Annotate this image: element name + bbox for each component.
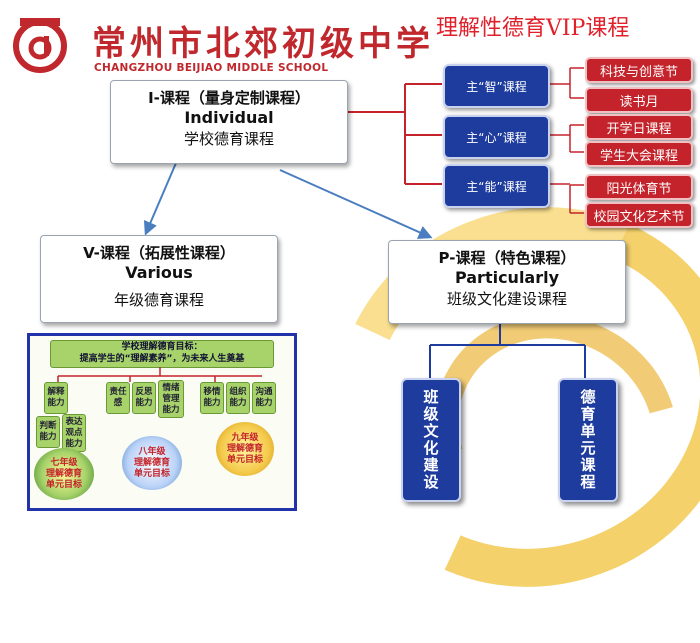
connector-layer <box>143 67 586 378</box>
main-course-xin[interactable]: 主“心”课程 <box>443 115 550 159</box>
p-course-title: P-课程（特色课程） <box>438 249 576 267</box>
i-course-english: Individual <box>184 108 274 127</box>
i-course-box: I-课程（量身定制课程） Individual 学校德育课程 <box>110 80 348 164</box>
p-course-box: P-课程（特色课程） Particularly 班级文化建设课程 <box>388 240 626 324</box>
inset-grade8-goal: 八年级 理解德育 单元目标 <box>122 436 182 490</box>
p-branch-class-culture[interactable]: 班级文化建设 <box>401 378 461 502</box>
school-logo-icon <box>13 18 67 73</box>
v-course-inset-diagram: 学校理解德育目标： 提高学生的“理解素养”，为未来人生奠基 解释能力 判断能力 … <box>27 333 297 511</box>
inset-grade7-goal: 七年级 理解德育 单元目标 <box>34 448 94 500</box>
main-course-zhi[interactable]: 主“智”课程 <box>443 64 550 108</box>
sub-course-reading-month[interactable]: 读书月 <box>585 87 693 113</box>
sub-course-sunshine-sports[interactable]: 阳光体育节 <box>585 174 693 200</box>
inset-cell-responsibility: 责任感 <box>106 382 130 414</box>
v-course-english: Various <box>125 263 193 282</box>
sub-course-student-assembly[interactable]: 学生大会课程 <box>585 141 693 167</box>
inset-cell-judge: 判断能力 <box>36 416 60 448</box>
i-course-subtitle: 学校德育课程 <box>183 130 274 148</box>
sub-course-campus-arts[interactable]: 校园文化艺术节 <box>585 202 693 228</box>
inset-connectors <box>57 367 262 382</box>
bracket-main-courses <box>347 83 442 185</box>
sub-course-opening-day[interactable]: 开学日课程 <box>585 114 693 140</box>
inset-cell-express: 表达观点能力 <box>62 414 86 452</box>
inset-cell-organize: 组织能力 <box>226 382 250 414</box>
school-name-en: CHANGZHOU BEIJIAO MIDDLE SCHOOL <box>94 62 329 74</box>
bracket-p-branches <box>429 322 586 378</box>
p-course-english: Particularly <box>454 268 560 287</box>
school-name-cn: 常州市北郊初级中学 <box>92 24 434 64</box>
inset-cell-communicate: 沟通能力 <box>252 382 276 414</box>
inset-cell-empathy: 移情能力 <box>200 382 224 414</box>
inset-cell-reflection: 反思能力 <box>132 382 156 414</box>
arrow-i-to-p <box>279 169 433 239</box>
p-course-subtitle: 班级文化建设课程 <box>446 290 567 308</box>
v-course-title: V-课程（拓展性课程） <box>83 244 235 262</box>
bracket-sub-courses <box>548 67 584 214</box>
v-course-box: V-课程（拓展性课程） Various 年级德育课程 <box>40 235 278 323</box>
inset-grade9-goal: 九年级 理解德育 单元目标 <box>216 422 274 476</box>
sub-course-tech-creativity[interactable]: 科技与创意节 <box>585 57 693 83</box>
inset-goal-banner: 学校理解德育目标： 提高学生的“理解素养”，为未来人生奠基 <box>50 340 274 368</box>
inset-cell-emotion: 情绪管理能力 <box>158 380 184 418</box>
arrow-i-to-v <box>143 162 177 236</box>
page-title: 理解性德育VIP课程 <box>436 16 630 41</box>
v-course-subtitle: 年级德育课程 <box>113 291 204 309</box>
p-branch-moral-units[interactable]: 德育单元课程 <box>558 378 618 502</box>
i-course-title: I-课程（量身定制课程） <box>148 89 310 107</box>
inset-cell-explain: 解释能力 <box>44 382 68 414</box>
main-course-neng[interactable]: 主“能”课程 <box>443 164 550 208</box>
